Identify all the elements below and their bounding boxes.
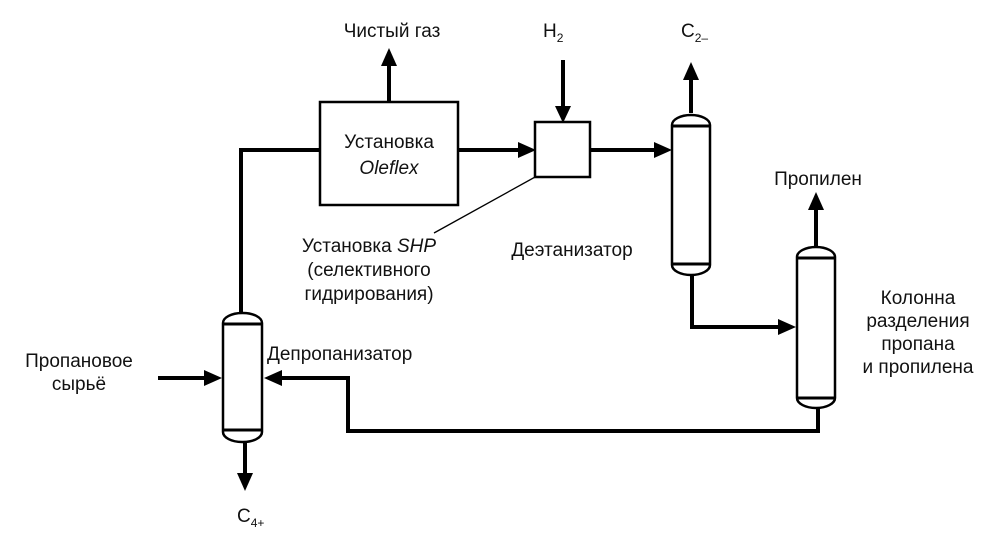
clean-gas-label: Чистый газ <box>344 21 441 42</box>
arrow-feed <box>204 370 222 386</box>
pipe-depropanizer-to-oleflex <box>239 148 320 312</box>
depropanizer-column <box>221 311 264 444</box>
pipe-deethanizer-to-splitter <box>690 275 780 329</box>
shp-unit <box>533 120 592 179</box>
deethanizer-label: Деэтанизатор <box>511 240 632 261</box>
shp-label-line3: гидрирования) <box>304 284 433 305</box>
shp-label-line1: Установка SHP <box>302 236 436 257</box>
arrow-h2 <box>555 106 571 123</box>
arrow-into-deethanizer <box>654 142 672 158</box>
feed-label-line1: Пропановое <box>25 351 133 372</box>
h2-label: H2 <box>543 21 564 45</box>
splitter-label-line2: разделения <box>866 311 969 332</box>
propane-propylene-splitter-column <box>795 245 837 410</box>
arrow-clean-gas <box>381 48 397 66</box>
deethanizer-column <box>670 113 712 277</box>
propylene-label: Пропилен <box>774 169 862 190</box>
shp-label-line2: (селективного <box>307 260 431 281</box>
depropanizer-label: Депропанизатор <box>267 344 412 365</box>
c4-label: C4+ <box>237 506 264 530</box>
c2-label: C2– <box>681 21 708 45</box>
arrow-propylene <box>808 192 824 210</box>
splitter-label-line4: и пропилена <box>863 357 974 378</box>
oleflex-unit <box>318 100 460 207</box>
arrow-c4 <box>237 473 253 491</box>
arrow-recycle-into-depropanizer <box>264 370 282 386</box>
arrow-into-shp <box>518 142 536 158</box>
arrow-c2 <box>683 62 699 80</box>
arrow-into-splitter <box>778 319 796 335</box>
oleflex-label-line2: Oleflex <box>359 158 420 179</box>
feed-label-line2: сырьё <box>52 374 106 395</box>
pipe-splitter-recycle <box>280 376 820 433</box>
splitter-label-line1: Колонна <box>881 288 956 309</box>
splitter-label-line3: пропана <box>881 334 955 355</box>
oleflex-label-line1: Установка <box>344 132 434 153</box>
